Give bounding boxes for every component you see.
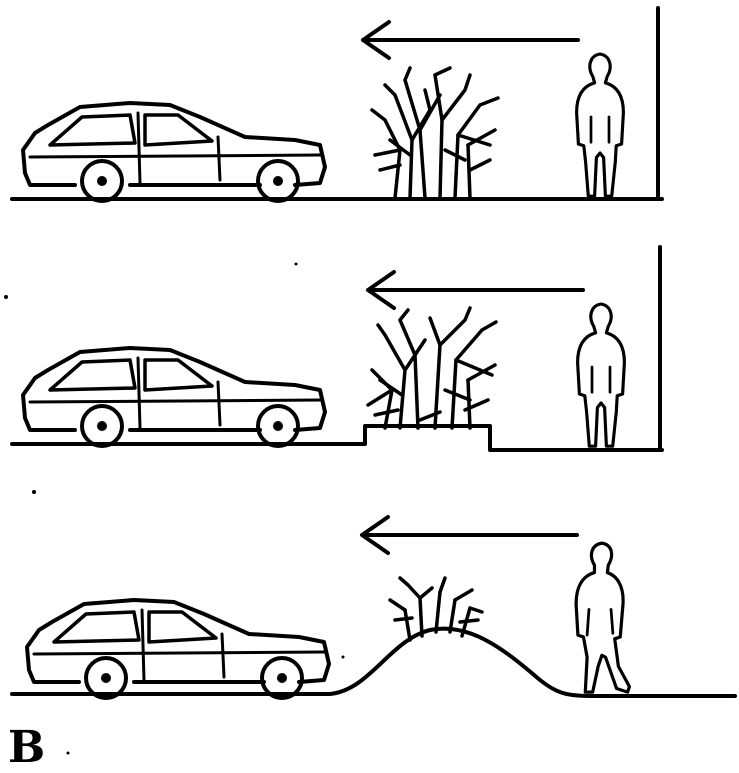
car-icon: [23, 348, 325, 446]
arrow-left-icon: [362, 517, 577, 553]
arrow-left-icon: [363, 22, 578, 58]
arrow-left-icon: [368, 272, 583, 308]
hedge-icon: [372, 68, 498, 198]
car-icon: [23, 103, 325, 201]
person-icon: [577, 54, 624, 196]
person-walking-icon: [576, 543, 629, 692]
panel-wall-and-hedge: [12, 8, 662, 201]
figure-label: B: [8, 722, 45, 773]
hedge-icon: [368, 308, 496, 428]
panel-raised-planter: [12, 247, 662, 450]
person-icon: [578, 304, 625, 446]
car-icon: [27, 600, 329, 698]
panel-earth-berm: [12, 517, 735, 698]
